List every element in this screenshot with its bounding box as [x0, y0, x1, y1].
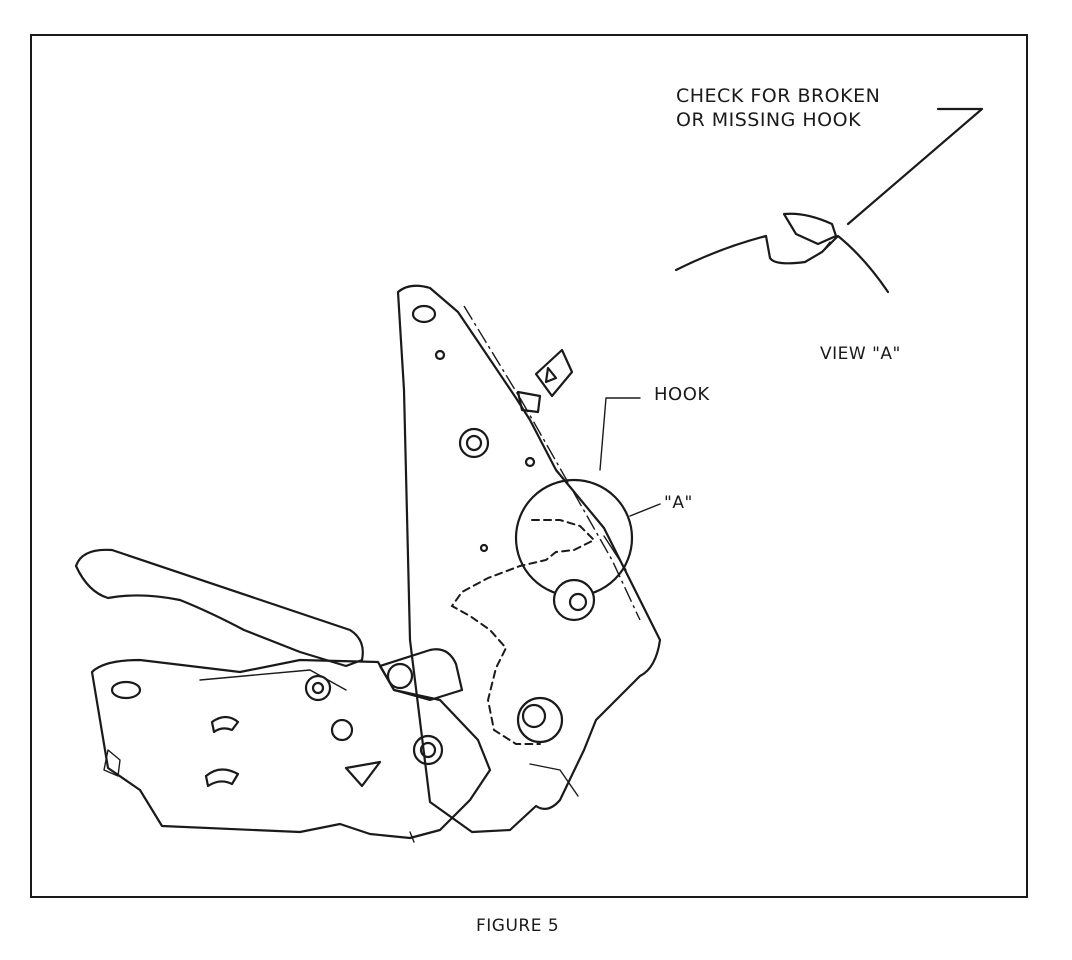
lever-assembly-drawing [74, 284, 662, 843]
figure-caption: FIGURE 5 [476, 916, 560, 936]
view-a-detail-drawing [674, 212, 890, 294]
check-hook-callout: CHECK FOR BROKEN OR MISSING HOOK [676, 85, 881, 131]
hook-label: HOOK [654, 384, 710, 405]
detail-a-label: "A" [664, 493, 693, 513]
view-a-label: VIEW "A" [820, 344, 901, 364]
figure-frame [30, 34, 1028, 898]
check-leader-line [846, 107, 984, 226]
